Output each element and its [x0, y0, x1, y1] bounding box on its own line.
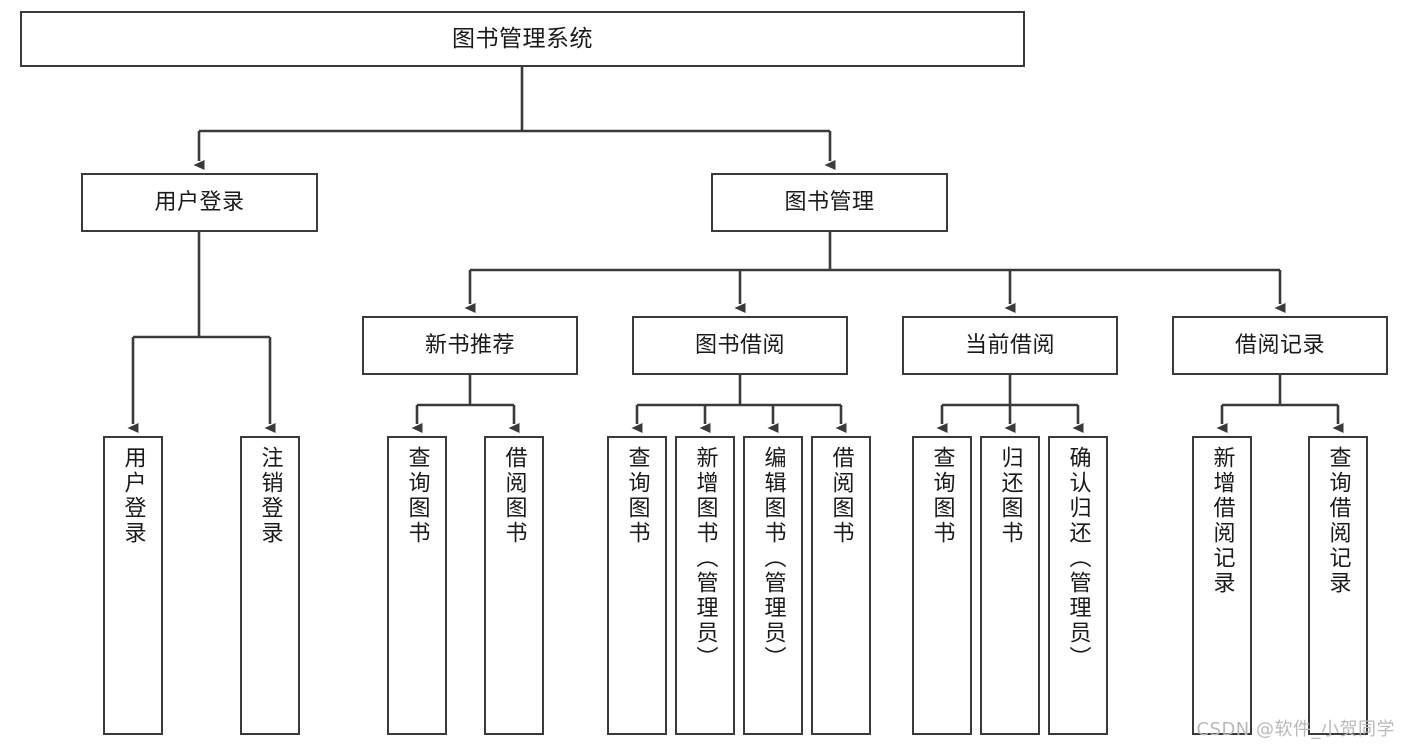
watermark: CSDN @软件_小贺同学 — [1196, 719, 1395, 740]
node-label: 查询图书 — [624, 446, 650, 546]
node-borrow-records[interactable]: 借阅记录 — [1172, 316, 1388, 375]
leaf-query-book-borrow[interactable]: 查询图书 — [607, 436, 667, 735]
node-label: 图书管理 — [784, 189, 875, 215]
node-label: 图书管理系统 — [452, 25, 593, 52]
leaf-query-book-recommend[interactable]: 查询图书 — [387, 436, 447, 735]
leaf-edit-book-admin[interactable]: 编辑图书（管理员） — [743, 436, 803, 735]
node-label: 新增图书（管理员） — [692, 446, 718, 671]
leaf-add-borrow-record[interactable]: 新增借阅记录 — [1192, 436, 1252, 735]
leaf-borrow-book[interactable]: 借阅图书 — [811, 436, 871, 735]
node-root-system[interactable]: 图书管理系统 — [20, 11, 1025, 67]
node-label: 当前借阅 — [964, 332, 1055, 358]
node-label: 借阅记录 — [1234, 332, 1325, 358]
leaf-query-borrow-record[interactable]: 查询借阅记录 — [1308, 436, 1368, 735]
leaf-query-book-current[interactable]: 查询图书 — [912, 436, 972, 735]
leaf-user-login[interactable]: 用户登录 — [103, 436, 163, 735]
leaf-confirm-return-admin[interactable]: 确认归还（管理员） — [1048, 436, 1108, 735]
leaf-add-book-admin[interactable]: 新增图书（管理员） — [675, 436, 735, 735]
node-label: 借阅图书 — [501, 446, 527, 546]
leaf-borrow-book-recommend[interactable]: 借阅图书 — [484, 436, 544, 735]
leaf-logout[interactable]: 注销登录 — [240, 436, 300, 735]
node-label: 新书推荐 — [424, 332, 515, 358]
node-label: 用户登录 — [154, 189, 245, 215]
node-current-borrow[interactable]: 当前借阅 — [902, 316, 1118, 375]
node-book-borrow[interactable]: 图书借阅 — [632, 316, 848, 375]
node-label: 查询图书 — [404, 446, 430, 546]
node-label: 新增借阅记录 — [1209, 446, 1235, 596]
node-label: 图书借阅 — [694, 332, 785, 358]
leaf-return-book[interactable]: 归还图书 — [980, 436, 1040, 735]
node-label: 编辑图书（管理员） — [760, 446, 786, 671]
node-label: 用户登录 — [120, 446, 146, 546]
node-label: 注销登录 — [257, 446, 283, 546]
node-label: 借阅图书 — [828, 446, 854, 546]
node-book-management[interactable]: 图书管理 — [711, 173, 948, 232]
node-label: 查询借阅记录 — [1325, 446, 1351, 596]
node-label: 归还图书 — [997, 446, 1023, 546]
node-new-book-recommend[interactable]: 新书推荐 — [362, 316, 578, 375]
node-label: 查询图书 — [929, 446, 955, 546]
node-user-login[interactable]: 用户登录 — [81, 173, 318, 232]
node-label: 确认归还（管理员） — [1065, 446, 1091, 671]
